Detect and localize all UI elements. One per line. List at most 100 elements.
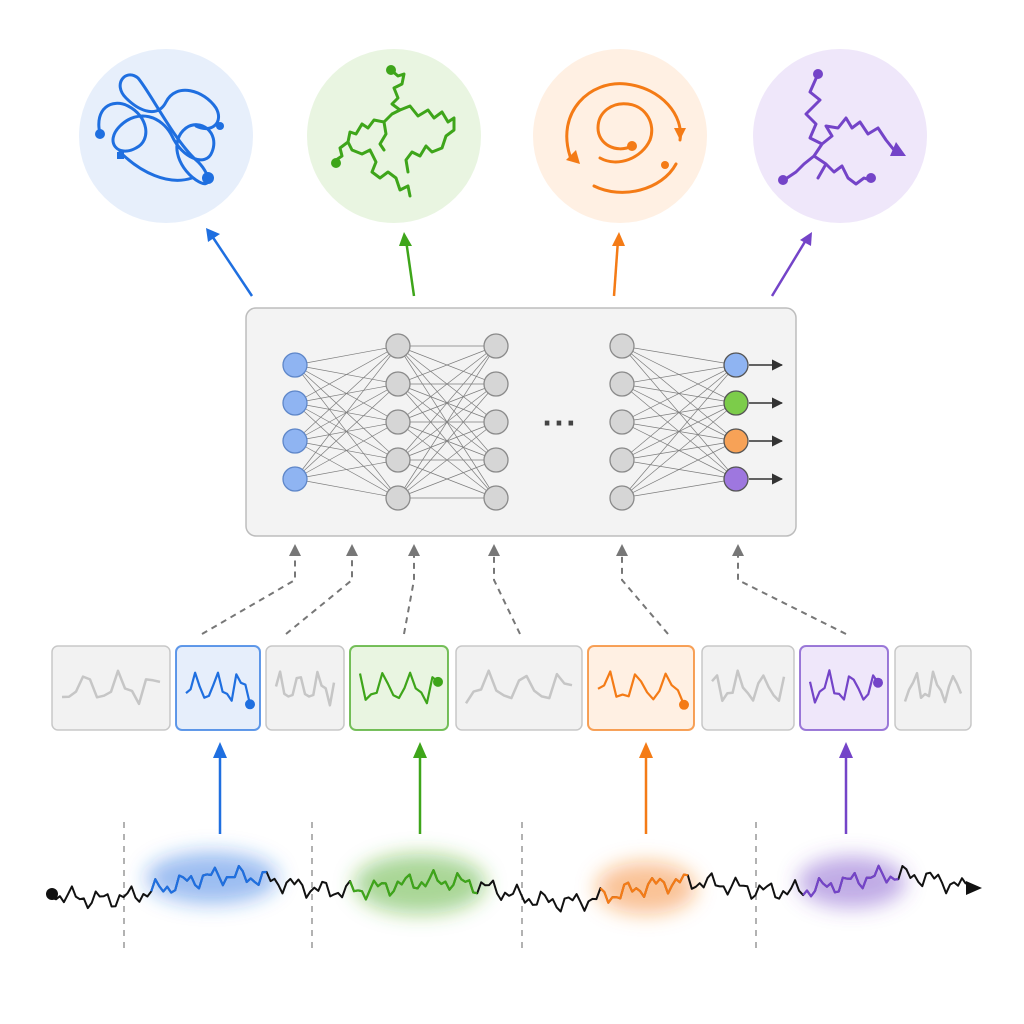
network-edge (294, 459, 399, 480)
segment-endpoint (679, 699, 689, 710)
segment-trace (597, 670, 686, 706)
segment-box (265, 645, 345, 731)
segment-box-purple (799, 645, 889, 731)
spiral-trajectory (565, 82, 682, 194)
trajectory-part-blue (150, 864, 267, 894)
hidden-node (609, 409, 635, 435)
input-node (282, 466, 308, 492)
network-panel: ··· (245, 307, 797, 537)
hidden-node (609, 447, 635, 473)
network-edge (621, 364, 737, 423)
network-edge (621, 402, 737, 499)
network-edge (621, 478, 737, 499)
hidden-node (385, 409, 411, 435)
input-node (282, 352, 308, 378)
input-node (282, 390, 308, 416)
network-edge (294, 421, 399, 480)
segment-boundaries (123, 822, 757, 952)
segment-box (51, 645, 171, 731)
segment-strip (51, 645, 972, 731)
segment-endpoint (873, 677, 883, 688)
output-node-green (723, 390, 749, 416)
network-edge (621, 345, 737, 366)
hidden-node (385, 333, 411, 359)
behavior-spiral-circle (533, 49, 707, 223)
trajectory-end-arrow (966, 881, 982, 895)
segment-endpoint (433, 676, 443, 687)
segment-box-orange (587, 645, 695, 731)
network-edge (397, 345, 497, 385)
network-edge (294, 478, 399, 499)
trajectory-part-purple (802, 864, 899, 898)
input-dashed-arrows (201, 554, 847, 635)
network-edge (294, 345, 399, 480)
zigzag-trajectory (782, 72, 902, 186)
network-edge (397, 383, 497, 499)
network-edge (397, 459, 497, 499)
segment-trace (61, 669, 161, 706)
segment-box (455, 645, 583, 731)
ellipsis-label: ··· (542, 409, 578, 439)
segment-box (894, 645, 972, 731)
hidden-node (385, 485, 411, 511)
segment-trace (358, 671, 439, 705)
segment-trace (903, 670, 963, 704)
segment-box (701, 645, 795, 731)
hidden-node (483, 333, 509, 359)
hidden-node (483, 447, 509, 473)
trajectory-part-orange (599, 873, 688, 904)
behavior-loop-circle (79, 49, 253, 223)
hidden-node (609, 333, 635, 359)
trajectory-part-green (348, 869, 478, 901)
arrow-to-zigzag (770, 239, 808, 297)
dashed-arrowheads (289, 544, 744, 556)
segment-box-green (349, 645, 449, 731)
network-edge (621, 440, 737, 499)
segment-box-blue (175, 645, 261, 731)
behavior-zigzag-circle (753, 49, 927, 223)
hidden-node (483, 371, 509, 397)
hidden-node (483, 485, 509, 511)
network-nodes (282, 333, 784, 511)
segment-trace (808, 669, 879, 704)
output-arrows (206, 228, 812, 297)
network-edge (294, 345, 399, 404)
network-edges (294, 345, 737, 499)
segment-trace (185, 671, 252, 705)
arrow-to-spiral (612, 239, 620, 297)
wander-trajectory (334, 68, 456, 198)
behavior-circles (79, 49, 927, 223)
hidden-node (385, 371, 411, 397)
segment-trace (711, 669, 786, 703)
hidden-node (483, 409, 509, 435)
network-edge (621, 364, 737, 499)
segment-endpoint (245, 699, 255, 710)
network-edge (397, 345, 497, 423)
output-node-blue (723, 352, 749, 378)
behavior-wander-circle (307, 49, 481, 223)
network-edge (397, 345, 497, 499)
arrow-to-loop (210, 235, 254, 297)
network-edge (621, 364, 737, 461)
hidden-node (609, 371, 635, 397)
network-edge (294, 345, 399, 442)
network-edge (294, 383, 399, 480)
network-edge (621, 364, 737, 385)
hidden-node (609, 485, 635, 511)
input-node (282, 428, 308, 454)
network-edge (294, 345, 399, 366)
segment-trace (464, 669, 573, 704)
full-trajectory (46, 822, 982, 952)
arrow-to-wander (404, 239, 416, 297)
trajectory-start (46, 888, 58, 900)
network-edge (397, 421, 497, 499)
trajectory-colored-parts (150, 864, 899, 904)
segment-arrows (213, 742, 853, 834)
loop-trajectory (97, 73, 220, 186)
hidden-node (385, 447, 411, 473)
output-node-purple (723, 466, 749, 492)
network-edge (397, 345, 497, 461)
segment-trace (274, 670, 336, 707)
